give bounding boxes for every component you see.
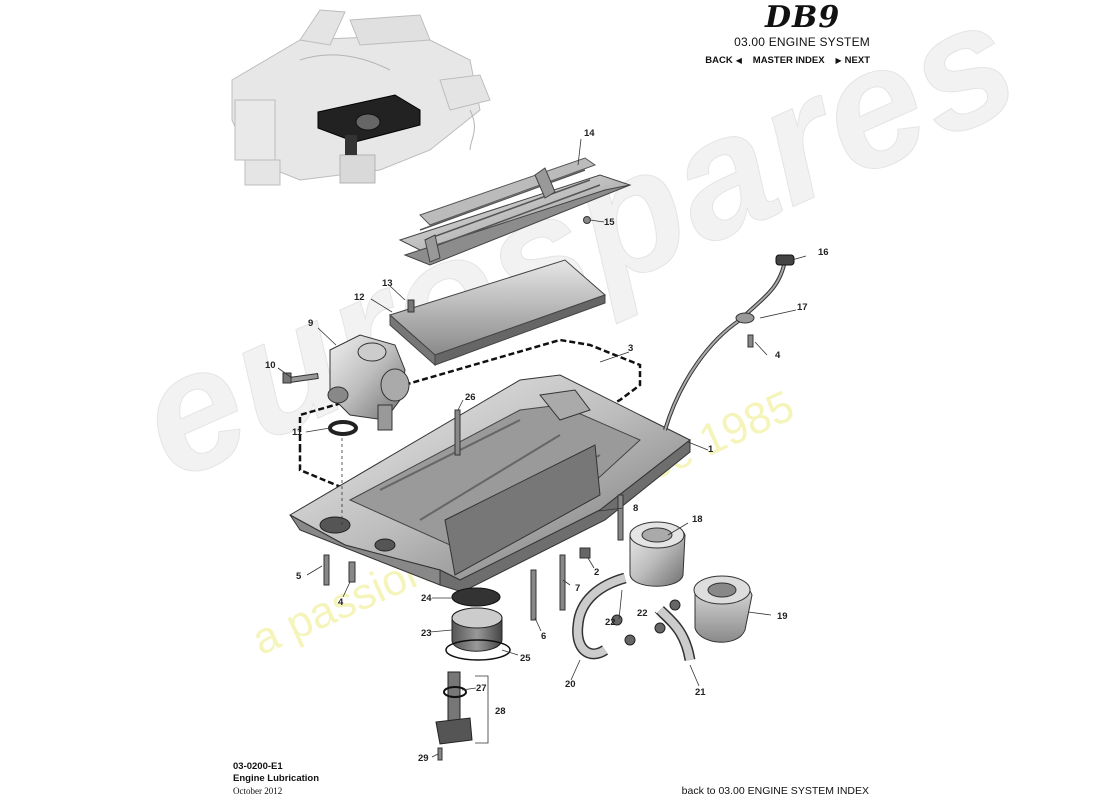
callout-12: 12 — [354, 292, 365, 303]
hose-clamp-part-22-d — [669, 599, 681, 611]
bolt-part-5 — [323, 554, 330, 586]
highlighted-oil-pan-in-engine — [317, 94, 421, 155]
oil-pump-part-9 — [327, 334, 410, 431]
callout-17: 17 — [797, 302, 808, 313]
strainer-housing-part-23 — [451, 607, 503, 652]
callout-26: 26 — [465, 392, 476, 403]
callout-10: 10 — [265, 360, 276, 371]
callout-24: 24 — [421, 593, 432, 604]
diagram-date: October 2012 — [233, 786, 283, 796]
callout-2: 2 — [594, 567, 600, 578]
leader-lines — [277, 138, 807, 758]
callout-14: 14 — [584, 128, 595, 139]
oil-cooler-pipe-part-21-inner — [657, 607, 694, 661]
bolt-part-7 — [559, 554, 566, 611]
callout-11: 11 — [292, 427, 303, 438]
callout-5: 5 — [296, 571, 302, 582]
callout-9: 9 — [308, 318, 314, 329]
callout-15: 15 — [604, 217, 615, 228]
strainer-seal-part-24 — [451, 587, 501, 607]
dipstick-handle-part-16 — [775, 254, 795, 266]
next-link[interactable]: NEXT — [844, 55, 870, 66]
bolt-part-4-upper — [747, 334, 754, 348]
callout-16: 16 — [818, 247, 829, 258]
back-to-system-index-link[interactable]: back to 03.00 ENGINE SYSTEM INDEX — [681, 785, 869, 797]
engine-overview-illustration — [231, 9, 491, 186]
callout-29: 29 — [418, 753, 429, 764]
bolt-part-10 — [282, 372, 319, 384]
oil-cooler-pipe-part-20-inner — [573, 574, 627, 658]
callout-28: 28 — [495, 706, 506, 717]
oil-sump-part-1 — [288, 374, 691, 593]
diagram-name: Engine Lubrication — [233, 773, 320, 784]
oil-filter-housing-part-18 — [629, 521, 686, 587]
callout-18: 18 — [692, 514, 703, 525]
next-arrow-icon: ▶ — [835, 56, 842, 65]
callout-7: 7 — [575, 583, 581, 594]
callout-13: 13 — [382, 278, 393, 289]
db9-logo: DB9 — [765, 0, 841, 35]
screw-part-29 — [437, 747, 443, 761]
callout-4-upper: 4 — [775, 350, 781, 361]
callout-1: 1 — [708, 444, 714, 455]
callout-4-lower: 4 — [338, 597, 344, 608]
callout-20: 20 — [565, 679, 576, 690]
baffle-plate-part-14 — [398, 157, 632, 266]
oil-filter-part-19 — [693, 575, 753, 643]
bolt-part-2 — [579, 547, 591, 559]
bolt-part-8 — [617, 494, 624, 541]
back-arrow-icon: ◀ — [735, 56, 742, 65]
callout-3: 3 — [628, 343, 634, 354]
callout-19: 19 — [777, 611, 788, 622]
o-ring-part-11 — [328, 420, 358, 436]
callout-27: 27 — [476, 683, 487, 694]
bolt-part-4-lower — [348, 561, 356, 583]
dipstick-tube-part-17 — [663, 259, 787, 431]
callout-22-left: 22 — [605, 617, 616, 628]
oil-level-sensor-part-28 — [435, 671, 473, 745]
system-title: 03.00 ENGINE SYSTEM — [734, 35, 870, 49]
hose-clamp-part-22-b — [624, 634, 636, 646]
o-ring-part-25 — [445, 639, 511, 661]
windage-tray-part-12 — [389, 259, 606, 367]
master-index-link[interactable]: MASTER INDEX — [752, 55, 825, 66]
callout-21: 21 — [695, 687, 706, 698]
back-link[interactable]: BACK — [705, 55, 733, 66]
navigation-bar: BACK◀ MASTER INDEX ▶NEXT — [700, 55, 870, 66]
callout-6: 6 — [541, 631, 547, 642]
callout-25: 25 — [520, 653, 531, 664]
callout-23: 23 — [421, 628, 432, 639]
bolt-part-26 — [454, 409, 461, 456]
callout-22-right: 22 — [637, 608, 648, 619]
hose-clamp-part-22-c — [654, 622, 666, 634]
diagram-code: 03-0200-E1 — [233, 761, 283, 772]
bolt-part-6 — [530, 569, 537, 621]
callout-8: 8 — [633, 503, 639, 514]
